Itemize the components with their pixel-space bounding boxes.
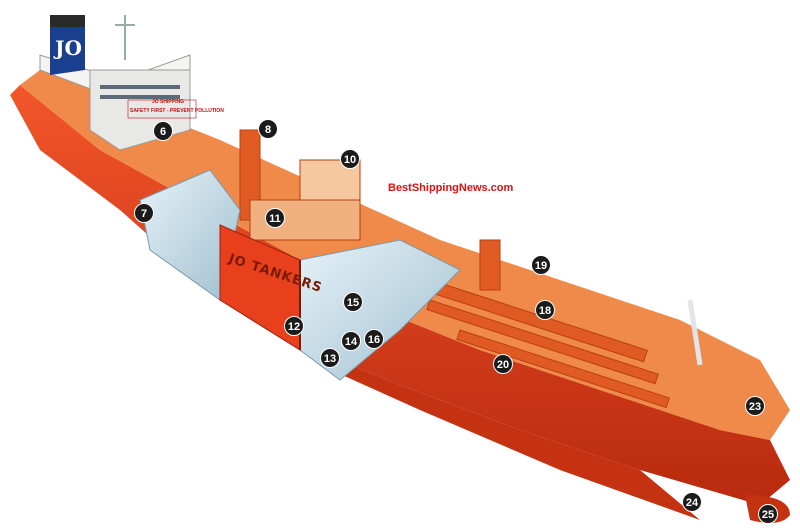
callout-13: 13 <box>320 348 340 368</box>
callout-10: 10 <box>340 149 360 169</box>
callout-18: 18 <box>535 300 555 320</box>
callout-15: 15 <box>343 292 363 312</box>
callout-12: 12 <box>284 316 304 336</box>
callout-6: 6 <box>153 121 173 141</box>
bridge-sign-1: JO SHIPPING <box>152 99 184 105</box>
hull-lower <box>300 345 700 520</box>
bridge-windows <box>100 85 180 99</box>
callout-19: 19 <box>531 255 551 275</box>
bridge-sign-box <box>127 99 197 119</box>
funnel-logo: JO <box>53 36 82 60</box>
callout-7: 7 <box>134 203 154 223</box>
callout-23: 23 <box>745 396 765 416</box>
bridge-sign-2: SAFETY FIRST - PREVENT POLLUTION <box>130 108 224 114</box>
callout-24: 24 <box>682 492 702 512</box>
bow-mast <box>687 299 703 366</box>
funnel <box>50 20 85 75</box>
callout-8: 8 <box>258 119 278 139</box>
callout-14: 14 <box>341 331 361 351</box>
callout-16: 16 <box>364 329 384 349</box>
callout-25: 25 <box>758 504 778 524</box>
hull <box>10 85 790 505</box>
watermark-text: BestShippingNews.com <box>388 182 514 194</box>
callout-11: 11 <box>265 208 285 228</box>
mast <box>115 15 135 60</box>
callout-20: 20 <box>493 354 513 374</box>
funnel-top <box>50 15 85 27</box>
